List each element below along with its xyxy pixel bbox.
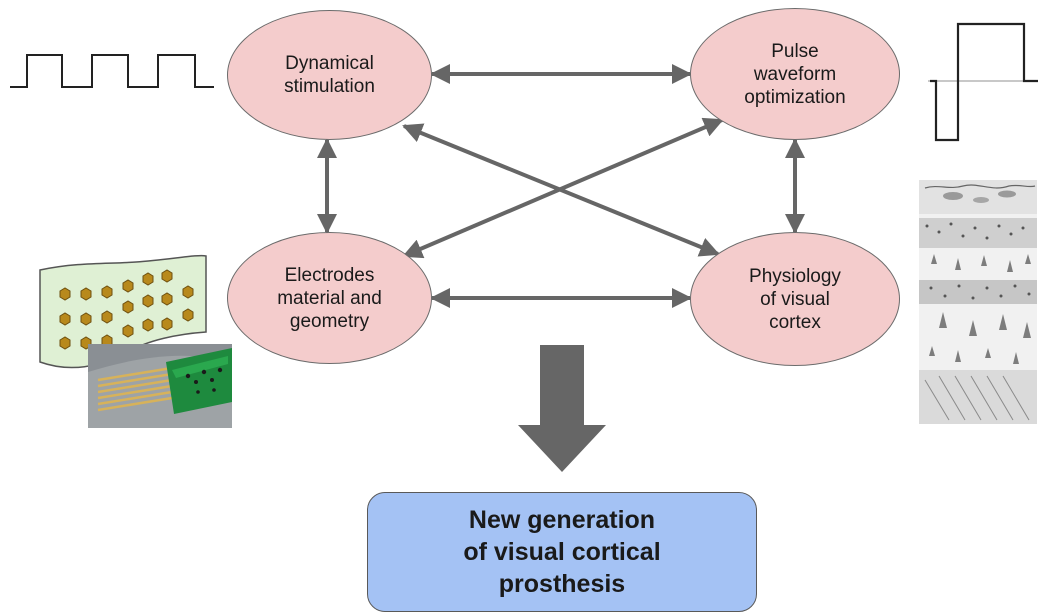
node-pulse-waveform-optimization: Pulse waveform optimization — [690, 8, 900, 140]
node-electrodes-material-geometry-label: Electrodes material and geometry — [277, 264, 382, 332]
node-physiology-visual-cortex: Physiology of visual cortex — [690, 232, 900, 366]
electrode-array-image — [39, 254, 232, 428]
node-pulse-waveform-optimization-label: Pulse waveform optimization — [744, 40, 846, 108]
node-physiology-visual-cortex-label: Physiology of visual cortex — [749, 265, 841, 333]
node-dynamical-stimulation: Dynamical stimulation — [227, 10, 432, 140]
result-box: New generation of visual cortical prosth… — [367, 492, 757, 612]
cortex-histology-image — [919, 180, 1037, 424]
arrow-pulse-electrodes — [402, 117, 724, 259]
result-box-label: New generation of visual cortical prosth… — [463, 506, 661, 598]
node-dynamical-stimulation-label: Dynamical stimulation — [284, 53, 375, 97]
node-electrodes-material-geometry: Electrodes material and geometry — [227, 232, 432, 364]
result-arrow — [518, 345, 606, 472]
biphasic-pulse-icon — [928, 22, 1038, 142]
square-wave-icon — [10, 54, 214, 88]
